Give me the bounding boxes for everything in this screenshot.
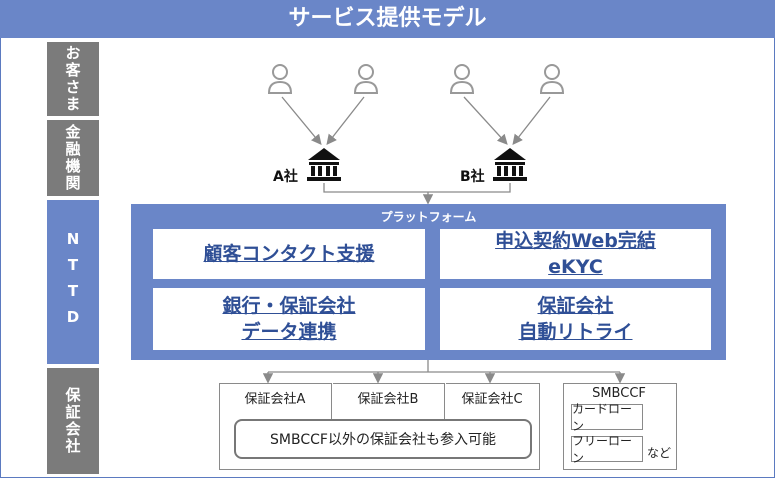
service-data-linkage: 銀行・保証会社 データ連携 [153, 288, 425, 350]
row-label-guarantor: 保証会社 [47, 368, 99, 474]
platform-box: プラットフォーム 顧客コンタクト支援 申込契約Web完結 eKYC 銀行・保証会… [131, 204, 726, 360]
arrow-icon [326, 96, 365, 146]
service-auto-retry: 保証会社 自動リトライ [440, 288, 711, 350]
smbccf-label: SMBCCF [592, 386, 646, 401]
bank-b-label: B社 [460, 169, 485, 185]
person-icon [539, 64, 565, 94]
platform-label: プラットフォーム [380, 210, 477, 224]
guarantor-divider [444, 383, 446, 419]
bank-a-label: A社 [273, 169, 298, 185]
guarantor-c-label: 保証会社C [461, 392, 523, 407]
card-loan-box: カードローン [571, 402, 643, 433]
free-loan-box: フリーローン [571, 434, 643, 465]
bank-to-platform-connector [323, 183, 511, 193]
row-label-customers: お客さま [47, 42, 99, 116]
diagram-title: サービス提供モデル [0, 0, 775, 38]
bank-icon [493, 148, 527, 181]
person-icon [267, 64, 293, 94]
bank-icon [307, 148, 341, 181]
arrow-icon [463, 96, 508, 145]
guarantor-a-label: 保証会社A [244, 392, 306, 407]
person-icon [353, 64, 379, 94]
other-guarantors-note: SMBCCF以外の保証会社も参入可能 [234, 419, 532, 459]
row-label-financial: 金融機関 [47, 120, 99, 196]
guarantor-b-label: 保証会社B [357, 392, 419, 407]
arrow-icon [281, 96, 322, 146]
row-label-nttd: NTTD [47, 200, 99, 364]
arrow-icon [512, 96, 551, 146]
person-icon [449, 64, 475, 94]
etc-label: など [647, 446, 672, 460]
service-web-contract-ekyc: 申込契約Web完結 eKYC [440, 229, 711, 279]
service-customer-contact: 顧客コンタクト支援 [153, 229, 425, 279]
guarantor-divider [331, 383, 333, 419]
